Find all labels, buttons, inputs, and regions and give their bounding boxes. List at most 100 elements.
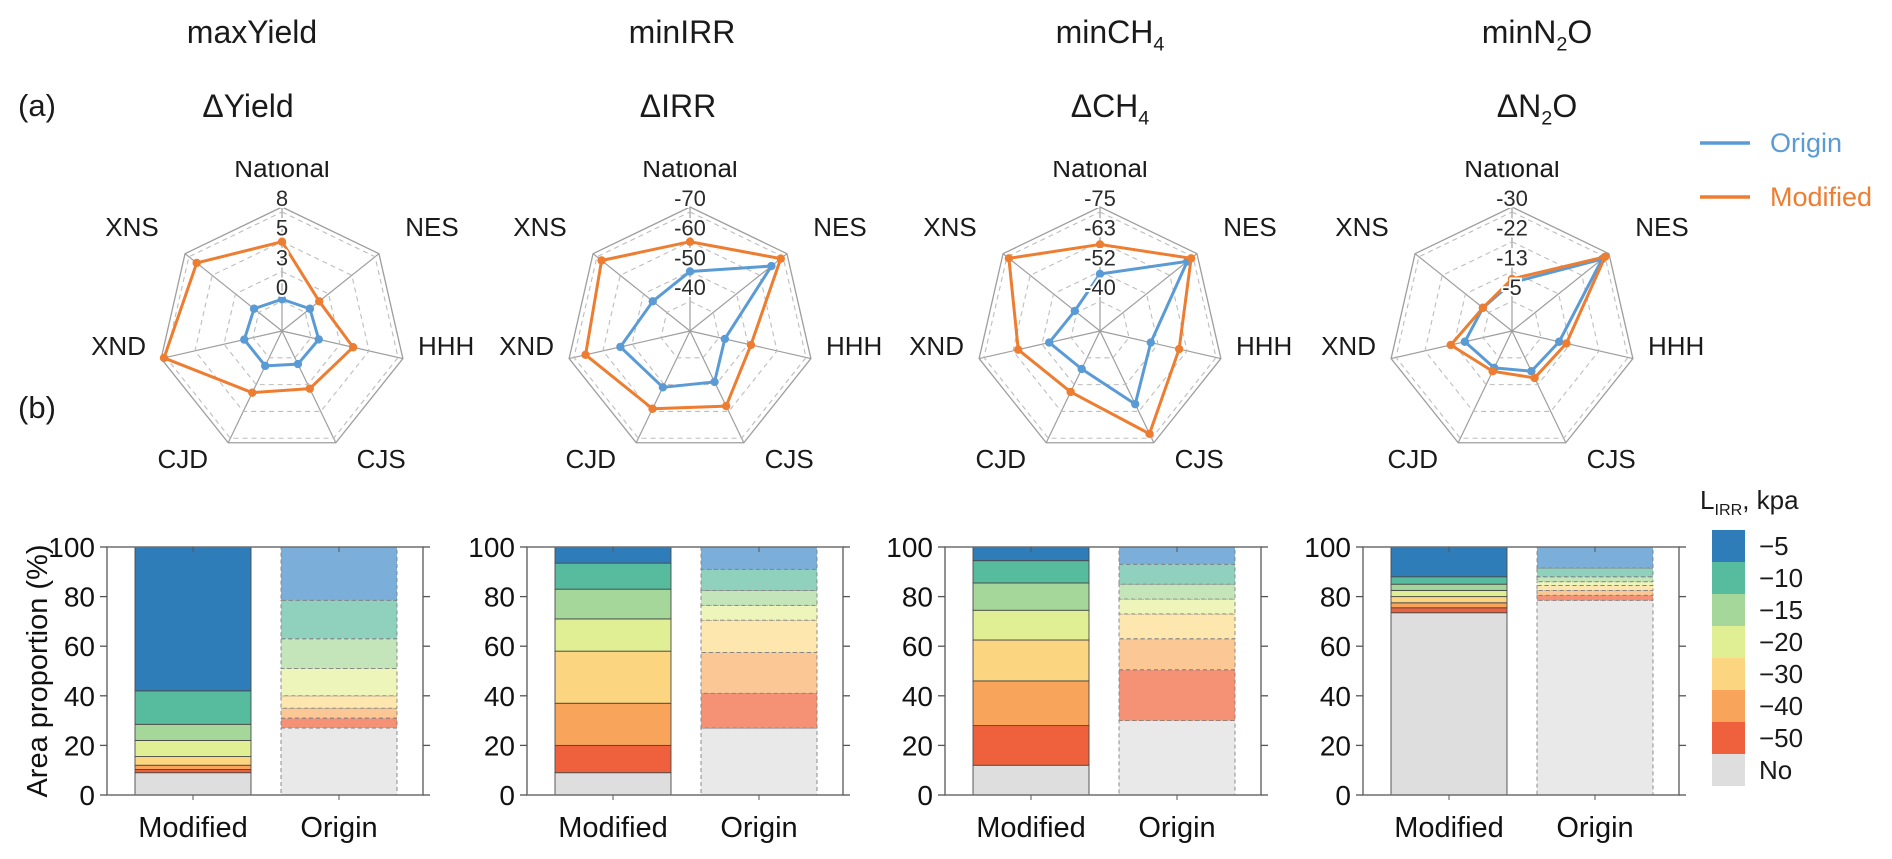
bar-segment-modified-6 [1390,576,1508,585]
radar-axis-label-xnd: XND [1321,331,1376,361]
series-legend-label: Origin [1770,127,1843,158]
y-tick-label: 0 [499,780,515,811]
column-title-minn2o: minN2O [1482,14,1593,56]
radar-marker-modified [1507,274,1517,284]
title-post: O [1567,14,1593,50]
radar-marker-modified [315,297,324,306]
radar-ring [660,300,720,359]
radar-marker-modified [1562,339,1571,348]
bar-segment-modified-6 [134,690,252,725]
radar-marker-origin [277,295,287,304]
bar-segment-origin-0 [1536,599,1654,796]
radar-tick-label: -30 [1496,186,1528,211]
lirr-legend-row: −40 [1700,690,1890,723]
radar-spoke [1457,330,1513,443]
bar-segment-origin-5 [700,589,818,606]
bar-segment-modified-2 [1390,602,1508,609]
lirr-legend-swatch [1712,658,1745,691]
radar-marker-modified [1530,373,1539,383]
radar-marker-modified [348,343,358,352]
radar-marker-origin [720,334,730,344]
radar-marker-origin [648,297,657,306]
bar-segment-modified-1 [1390,607,1508,614]
radar-marker-modified [192,258,201,268]
radar-tick-label: -63 [1084,216,1116,241]
lirr-legend-swatch [1712,562,1745,595]
radar-frame [568,206,812,444]
y-axis-title: Area proportion (%) [22,544,54,797]
radar-marker-origin [261,361,270,371]
radar-spoke [281,330,404,360]
radar-series-modified [162,240,355,395]
radar-marker-modified [159,353,169,363]
y-tick-label: 80 [902,582,933,613]
bar-segment-origin-1 [1118,669,1236,722]
radar-marker-modified [1488,367,1497,376]
radar-axis-label-xns: XNS [105,212,158,242]
bar-segment-modified-6 [972,560,1090,584]
lirr-legend-swatch [1712,754,1745,787]
radar-tick-label: -40 [1084,275,1116,300]
y-tick-label: 80 [1320,582,1351,613]
radar-spoke [689,330,745,443]
series-legend-line-icon [1700,141,1750,145]
x-category-label-modified: Modified [1394,812,1504,844]
column-subtitle-dirr: ΔIRR [640,88,716,130]
y-tick-label: 100 [468,532,515,563]
bar-segment-origin-4 [280,668,398,697]
radar-marker-modified [1095,240,1105,249]
radar-series-modified [1449,255,1607,380]
radar-spoke [184,253,283,332]
x-category-label-modified: Modified [558,812,668,844]
radar-marker-origin [767,261,776,271]
radar-ring [165,211,399,439]
title-text: minCH [1055,14,1154,50]
lirr-legend-label: −15 [1759,594,1804,625]
radar-marker-modified [685,237,695,246]
radar-marker-modified [1066,387,1075,397]
column-title-minirr: minIRR [629,14,736,56]
radar-marker-modified [648,404,657,413]
radar-axis-label-cjd: CJD [566,444,617,474]
bar-segment-origin-2 [280,707,398,719]
bar-segment-origin-7 [280,546,398,601]
radar-marker-origin [1146,338,1155,347]
radar-marker-modified [1004,254,1014,263]
bar-segment-origin-5 [1118,583,1236,600]
radar-axis-label-national: National [642,161,737,183]
radar-series-modified [1007,242,1193,436]
radar-axis-label-hhh: HHH [418,331,474,361]
radar-tick-label: 5 [276,216,288,241]
bar-segment-origin-0 [700,727,818,796]
radar-spoke [1099,330,1155,443]
lirr-legend-row: −20 [1700,626,1890,659]
column-title-maxyield: maxYield [187,14,317,56]
bar-segment-origin-0 [1118,720,1236,796]
bar-segment-modified-3 [134,756,252,766]
radar-spoke [1511,330,1567,443]
radar-marker-origin [1077,364,1086,374]
radar-marker-origin [1095,269,1105,279]
radar-marker-origin [658,383,668,392]
bar-segment-origin-0 [280,727,398,796]
y-tick-label: 60 [64,631,95,662]
radar-tick-label: -5 [1502,275,1522,300]
lirr-legend-title: LIRR, kpa [1700,485,1890,520]
subtitle-text: ΔN [1496,88,1542,124]
radar-marker-modified [1014,345,1023,354]
radar-axis-label-xnd: XND [499,331,554,361]
bar-segment-origin-1 [700,692,818,729]
bar-segment-modified-3 [972,639,1090,682]
y-tick-label: 20 [902,730,933,761]
y-tick-label: 0 [917,780,933,811]
bar-plot-frame [1362,546,1680,796]
lirr-legend-label: −30 [1759,658,1804,689]
title-text: minIRR [628,14,736,50]
radar-ring [1424,241,1600,412]
y-tick-label: 80 [64,582,95,613]
